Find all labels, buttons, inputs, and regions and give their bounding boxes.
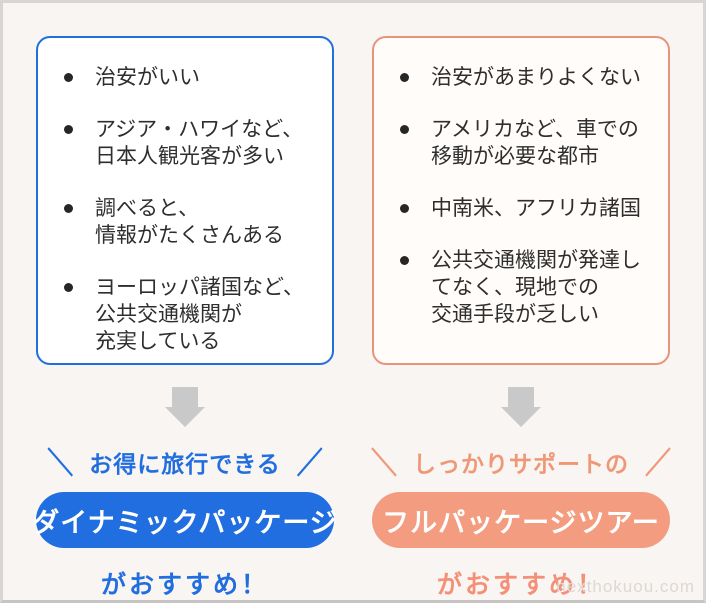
bullet-text: 交通手段が乏しい — [431, 303, 599, 326]
bullet-text: 治安があまりよくない — [431, 66, 641, 89]
catchphrase-line: ＼ お得に旅行できる ／ — [36, 443, 334, 481]
slash-right-icon: ／ — [296, 445, 323, 481]
arrow-shaft — [172, 387, 198, 407]
column-full-package-tour: 治安があまりよくない アメリカなど、車での 移動が必要な都市 中南米、アフリカ諸… — [370, 36, 672, 601]
bullet-text: てなく、現地での — [431, 276, 599, 299]
bullet-text: ヨーロッパ諸国など、 — [95, 276, 304, 299]
bullet-dot-icon — [400, 204, 409, 213]
list-item: アジア・ハワイなど、 日本人観光客が多い — [58, 116, 316, 170]
bullet-text: 日本人観光客が多い — [95, 145, 284, 168]
bullet-text: 情報がたくさんある — [95, 224, 284, 247]
bullet-dot-icon — [64, 125, 73, 134]
feature-box-full-package: 治安があまりよくない アメリカなど、車での 移動が必要な都市 中南米、アフリカ諸… — [372, 36, 670, 365]
bullet-dot-icon — [400, 256, 409, 265]
bullet-dot-icon — [400, 73, 409, 82]
bullet-text: 移動が必要な都市 — [431, 145, 599, 168]
bullet-text: 公共交通機関が — [95, 303, 242, 326]
arrow-head — [501, 407, 541, 427]
site-watermark: nexthokuou.com — [556, 577, 695, 596]
column-dynamic-package: 治安がいい アジア・ハワイなど、 日本人観光客が多い 調べると、 情報がたくさん… — [32, 36, 337, 601]
bullet-text: 公共交通機関が発達し — [431, 249, 641, 272]
catchphrase-text: お得に旅行できる — [89, 450, 281, 477]
bullet-text: 中南米、アフリカ諸国 — [431, 197, 641, 220]
bullet-dot-icon — [400, 125, 409, 134]
feature-list: 治安があまりよくない アメリカなど、車での 移動が必要な都市 中南米、アフリカ諸… — [394, 64, 652, 328]
recommend-text: がおすすめ！ — [100, 571, 269, 599]
bullet-text: 治安がいい — [95, 66, 200, 89]
list-item: ヨーロッパ諸国など、 公共交通機関が 充実している — [58, 274, 316, 355]
package-pill-full-tour: フルパッケージツアー — [372, 492, 670, 548]
slash-right-icon: ／ — [645, 445, 672, 481]
feature-box-dynamic: 治安がいい アジア・ハワイなど、 日本人観光客が多い 調べると、 情報がたくさん… — [36, 36, 334, 365]
slash-left-icon: ＼ — [47, 445, 74, 481]
arrow-head — [165, 407, 205, 427]
list-item: 治安があまりよくない — [394, 64, 652, 91]
bullet-dot-icon — [64, 283, 73, 292]
arrow-shaft — [508, 387, 534, 407]
bullet-text: 充実している — [95, 330, 221, 353]
slash-left-icon: ＼ — [370, 445, 397, 481]
catchphrase-line: ＼ しっかりサポートの ／ — [370, 443, 672, 481]
bullet-text: アジア・ハワイなど、 — [95, 118, 304, 141]
feature-list: 治安がいい アジア・ハワイなど、 日本人観光客が多い 調べると、 情報がたくさん… — [58, 64, 316, 355]
list-item: 調べると、 情報がたくさんある — [58, 195, 316, 249]
down-arrow-icon — [501, 387, 541, 427]
list-item: アメリカなど、車での 移動が必要な都市 — [394, 116, 652, 170]
catchphrase-text: しっかりサポートの — [413, 450, 629, 477]
bullet-dot-icon — [64, 204, 73, 213]
bullet-text: アメリカなど、車での — [431, 118, 639, 141]
list-item: 治安がいい — [58, 64, 316, 91]
list-item: 中南米、アフリカ諸国 — [394, 195, 652, 222]
package-pill-dynamic: ダイナミックパッケージ — [32, 492, 337, 548]
bullet-dot-icon — [64, 73, 73, 82]
down-arrow-icon — [165, 387, 205, 427]
bullet-text: 調べると、 — [95, 197, 200, 220]
list-item: 公共交通機関が発達し てなく、現地での 交通手段が乏しい — [394, 247, 652, 328]
recommend-text: がおすすめ！ — [436, 571, 605, 599]
comparison-columns: 治安がいい アジア・ハワイなど、 日本人観光客が多い 調べると、 情報がたくさん… — [3, 3, 703, 601]
